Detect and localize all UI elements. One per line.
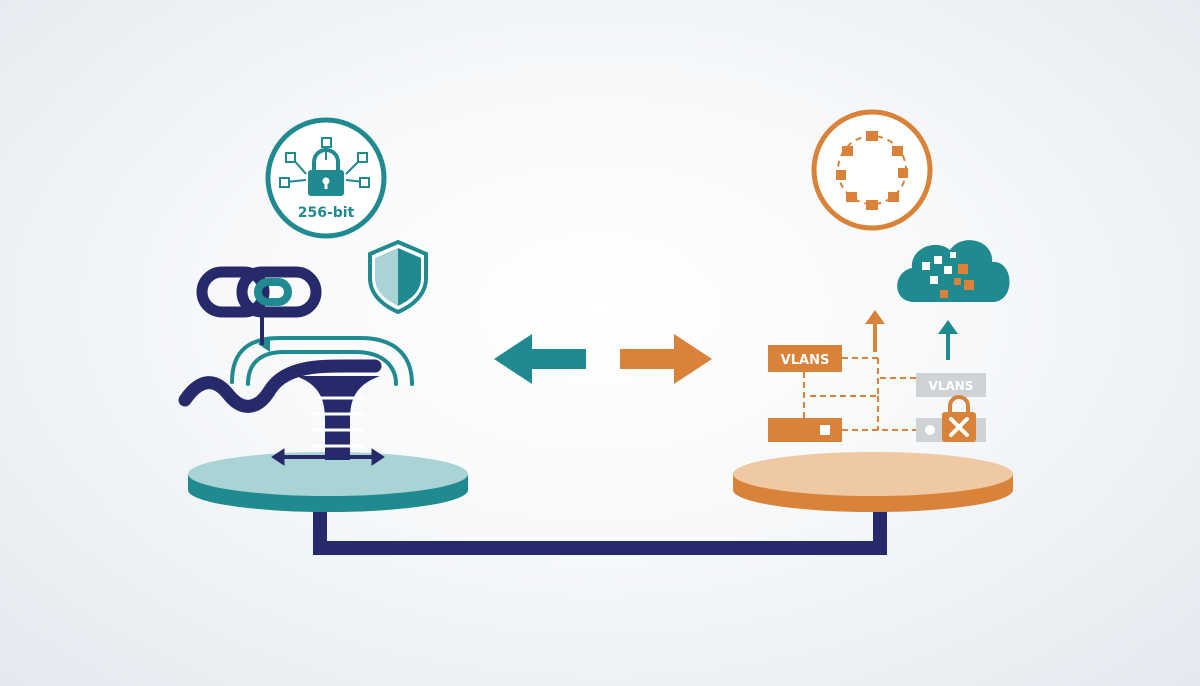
network-ring-icon (811, 109, 933, 231)
right-platform (733, 452, 1013, 512)
up-arrow-teal-icon (938, 320, 958, 360)
vlan-tag-primary: VLANS (768, 345, 842, 372)
bidirectional-arrow-icon (271, 448, 385, 466)
padlock-icon (308, 148, 344, 196)
blocked-padlock-icon (942, 395, 976, 442)
vlan-tag-secondary-label: VLANS (929, 379, 974, 393)
left-platform (188, 452, 468, 512)
shield-icon (368, 239, 428, 315)
encryption-badge: 256-bit (265, 117, 387, 239)
vlan-dashed-links (803, 357, 953, 431)
network-nodes-icon (279, 137, 370, 188)
cable-wave (178, 359, 382, 413)
pedestal-column (296, 376, 380, 460)
up-arrow-orange-icon (865, 310, 885, 352)
left-arrow-icon (494, 334, 586, 384)
platform-connector (313, 505, 887, 555)
chain-link-icon (196, 266, 322, 318)
vlan-port-bar (768, 418, 842, 442)
encryption-badge-text: 256-bit (298, 205, 355, 221)
vlan-tag-secondary: VLANS (916, 373, 986, 397)
vlan-tag-primary-label: VLANS (781, 353, 830, 368)
right-arrow-icon (620, 334, 712, 384)
cloud-icon (897, 240, 1010, 302)
